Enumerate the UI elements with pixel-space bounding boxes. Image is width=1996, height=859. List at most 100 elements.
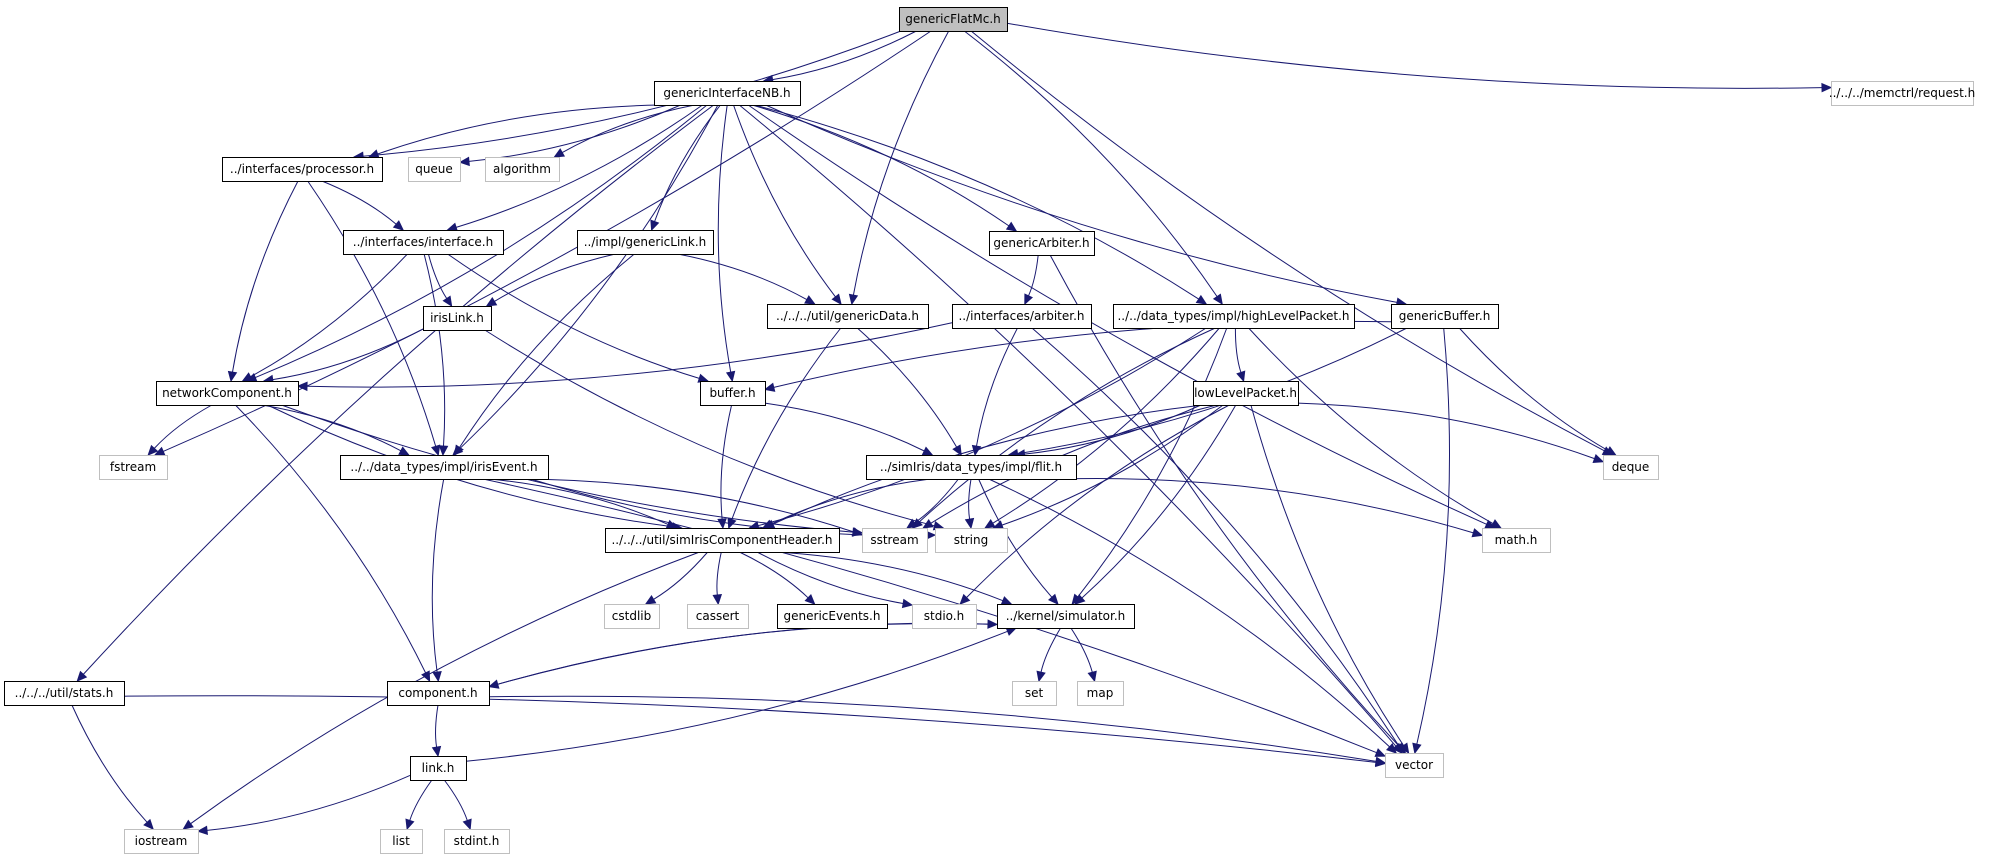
- node-box-sstream: [862, 528, 928, 553]
- node-box-link: [410, 756, 467, 781]
- edge-networkComponent-to-simIrisComponentHeader: [267, 404, 673, 528]
- node-genericData[interactable]: ../../../util/genericData.h: [767, 304, 929, 329]
- edge-simulator-to-set: [1040, 627, 1062, 673]
- node-irisEvent[interactable]: ../../data_types/impl/irisEvent.h: [340, 455, 549, 480]
- node-genericBuffer[interactable]: genericBuffer.h: [1391, 304, 1499, 329]
- node-link[interactable]: link.h: [410, 756, 467, 781]
- node-networkComponent[interactable]: networkComponent.h: [156, 381, 299, 406]
- arrowhead-genericInterfaceNB-to-queue: [458, 156, 470, 167]
- edge-networkComponent-to-component: [235, 404, 427, 674]
- node-label: buffer.h: [709, 386, 755, 400]
- edge-irisEvent-to-component: [431, 478, 445, 673]
- node-genericArbiter[interactable]: genericArbiter.h: [989, 231, 1095, 256]
- edge-lowLevelPacket-to-simIrisComponentHeader: [772, 404, 1203, 525]
- arrowhead-flit-to-simulator: [1047, 593, 1059, 605]
- node-genericInterfaceNB[interactable]: genericInterfaceNB.h: [654, 81, 801, 106]
- edge-networkComponent-to-fstream: [153, 404, 213, 449]
- edge-component-to-link: [435, 704, 439, 748]
- node-irisLink[interactable]: irisLink.h: [423, 306, 492, 331]
- node-highLevelPacket[interactable]: ../../data_types/impl/highLevelPacket.h: [1113, 304, 1355, 329]
- arrowhead-networkComponent-to-fstream: [147, 444, 159, 456]
- node-box-stats: [4, 681, 125, 706]
- edge-highLevelPacket-to-simulator: [1077, 327, 1228, 598]
- node-label: ../interfaces/interface.h: [353, 235, 493, 249]
- edge-simulator-to-map: [1070, 627, 1093, 673]
- node-processor[interactable]: ../interfaces/processor.h: [222, 157, 383, 182]
- edge-genericInterfaceNB-to-interface: [455, 104, 703, 228]
- node-iostream: iostream: [124, 829, 199, 854]
- node-box-simIrisComponentHeader: [605, 528, 840, 553]
- edge-genericInterfaceNB-to-math: [747, 104, 1487, 525]
- node-interface[interactable]: ../interfaces/interface.h: [343, 230, 504, 255]
- arrowhead-genericFlatMc-to-highLevelPacket: [1212, 293, 1223, 306]
- edge-simIrisComponentHeader-to-iostream: [190, 551, 700, 825]
- arrowhead-flit-to-simIrisComponentHeader: [761, 519, 774, 529]
- node-label: ../interfaces/processor.h: [230, 162, 374, 176]
- node-box-interface: [343, 230, 504, 255]
- edge-interface-to-irisEvent: [423, 253, 446, 447]
- node-queue: queue: [408, 157, 461, 182]
- arrowhead-flit-to-vector: [1386, 742, 1398, 754]
- edge-genericInterfaceNB-to-highLevelPacket: [754, 104, 1199, 300]
- node-buffer[interactable]: buffer.h: [700, 381, 766, 406]
- node-simulator[interactable]: ../kernel/simulator.h: [997, 604, 1135, 629]
- node-label: genericInterfaceNB.h: [663, 86, 790, 100]
- arrowhead-genericInterfaceNB-to-genericData: [831, 293, 842, 305]
- arrowhead-processor-to-interface: [392, 220, 405, 231]
- node-flit[interactable]: ../simIris/data_types/impl/flit.h: [866, 455, 1077, 480]
- node-label: ../kernel/simulator.h: [1006, 609, 1126, 623]
- edge-flit-to-simulator: [978, 478, 1053, 598]
- node-box-fstream: [99, 455, 168, 480]
- arrowhead-interface-to-networkComponent: [241, 372, 254, 382]
- node-label: ../../../util/genericData.h: [776, 309, 919, 323]
- arrowhead-irisEvent-to-vector: [1374, 748, 1387, 757]
- arrowhead-flit-to-sstream: [906, 518, 918, 529]
- edge-irisLink-to-networkComponent: [272, 328, 424, 381]
- edge-component-to-vector: [488, 695, 1377, 762]
- node-component[interactable]: component.h: [387, 681, 490, 706]
- edge-genericBuffer-to-vector: [1416, 327, 1451, 745]
- node-deque: deque: [1603, 455, 1659, 480]
- edge-genericLink-to-irisLink: [494, 253, 616, 302]
- edge-highLevelPacket-to-math: [1248, 327, 1494, 525]
- node-label: vector: [1395, 758, 1433, 772]
- node-box-processor: [222, 157, 383, 182]
- edge-simIrisComponentHeader-to-genericEvents: [739, 551, 809, 599]
- node-genericLink[interactable]: ../impl/genericLink.h: [577, 230, 714, 255]
- arrowhead-genericLink-to-irisLink: [485, 296, 498, 307]
- node-genericFlatMc[interactable]: genericFlatMc.h: [899, 7, 1008, 32]
- arrowhead-genericInterfaceNB-to-processor: [367, 149, 380, 159]
- arrowhead-flit-to-math: [1471, 528, 1484, 538]
- node-label: ../simIris/data_types/impl/flit.h: [880, 460, 1062, 474]
- edge-stats-to-vector: [123, 695, 1377, 763]
- arrowhead-interface-to-irisEvent: [438, 445, 449, 457]
- node-box-math: [1482, 528, 1551, 553]
- edge-flit-to-vector: [988, 478, 1390, 748]
- edge-genericFlatMc-to-genericInterfaceNB: [772, 30, 917, 81]
- edge-genericInterfaceNB-to-processor: [377, 104, 660, 155]
- node-stats[interactable]: ../../../util/stats.h: [4, 681, 125, 706]
- node-simIrisComponentHeader[interactable]: ../../../util/simIrisComponentHeader.h: [605, 528, 840, 553]
- node-label: lowLevelPacket.h: [1194, 386, 1297, 400]
- arrowhead-arbiter-to-networkComponent: [296, 381, 308, 392]
- arrowhead-lowLevelPacket-to-stdio: [959, 593, 971, 605]
- arrowhead-component-to-link: [431, 745, 442, 758]
- edge-irisEvent-to-sstream: [518, 478, 854, 533]
- node-box-vector: [1385, 753, 1444, 778]
- node-label: ../../../memctrl/request.h: [1829, 86, 1975, 100]
- arrowhead-genericInterfaceNB-to-algorithm: [553, 148, 566, 158]
- arrowhead-simIrisComponentHeader-to-stdio: [901, 598, 914, 609]
- arrowhead-genericData-to-flit: [952, 444, 962, 457]
- edge-flit-to-simIrisComponentHeader: [770, 478, 931, 525]
- node-lowLevelPacket[interactable]: lowLevelPacket.h: [1193, 381, 1299, 406]
- arrowhead-genericInterfaceNB-to-stats: [76, 670, 88, 682]
- file-nodes: genericFlatMc.h genericInterfaceNB.h ../..…: [4, 7, 1975, 854]
- node-label: ../../data_types/impl/highLevelPacket.h: [1117, 309, 1349, 323]
- arrowhead-genericBuffer-to-vector: [1412, 742, 1422, 755]
- node-arbiter[interactable]: ../interfaces/arbiter.h: [952, 304, 1092, 329]
- edge-flit-to-string: [968, 478, 972, 520]
- edge-genericFlatMc-to-memctrl_request: [1006, 22, 1823, 89]
- node-box-deque: [1603, 455, 1659, 480]
- node-box-memctrl_request: [1831, 81, 1974, 106]
- node-genericEvents[interactable]: genericEvents.h: [777, 604, 888, 629]
